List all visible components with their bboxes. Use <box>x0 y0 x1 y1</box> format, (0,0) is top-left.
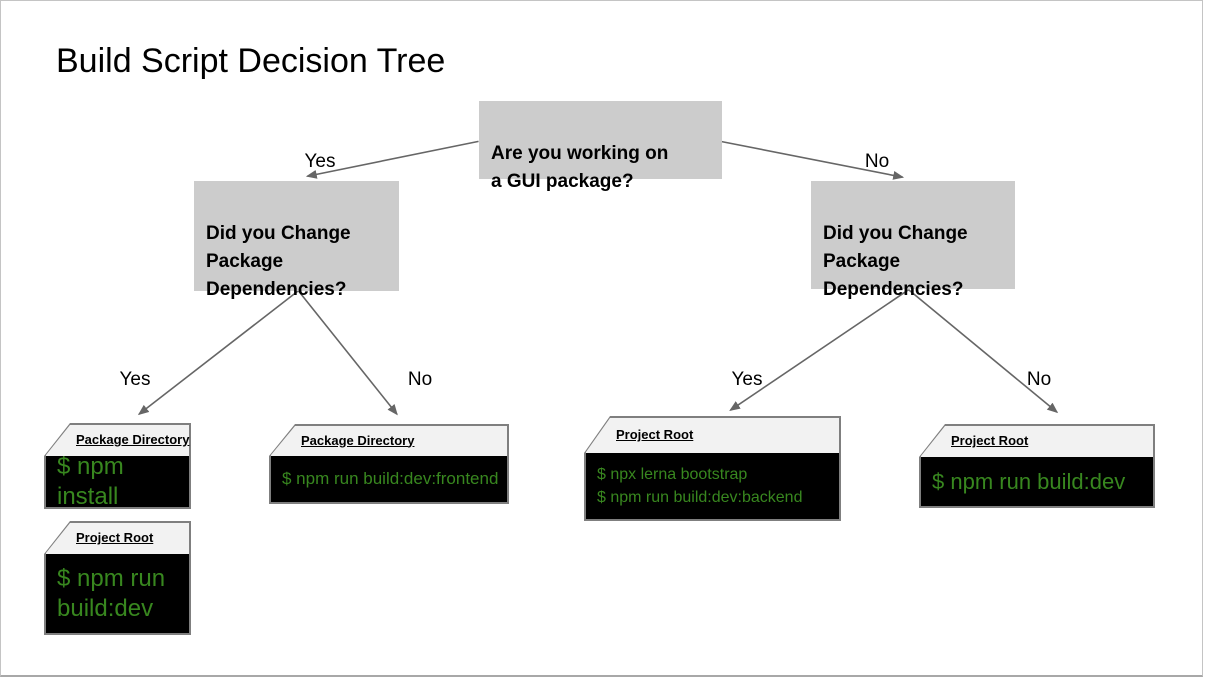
arrow-left-no <box>297 290 398 416</box>
arrow-right-no <box>908 289 1059 414</box>
terminal-window: $ npm run build:dev <box>921 457 1153 506</box>
node-header: Package Directory <box>271 424 507 456</box>
command-line: $ npx lerna bootstrap <box>597 466 748 483</box>
node-location-label: Project Root <box>616 427 694 442</box>
edge-label-root-no: No <box>864 151 890 172</box>
command-line: $ npm run build:dev:frontend <box>282 469 499 488</box>
terminal-window: $ npm install <box>46 453 189 510</box>
command-line: $ npm run build:dev <box>932 468 1126 494</box>
command-line: $ npm run build:dev:backend <box>597 489 803 506</box>
edge-label-root-yes: Yes <box>304 151 336 172</box>
node-location-label: Project Root <box>951 433 1029 448</box>
terminal-window: $ npm run build:dev:frontend <box>271 456 507 502</box>
node-location-label: Project Root <box>76 530 154 545</box>
terminal-window: $ npx lerna bootstrap $ npm run build:de… <box>586 453 839 519</box>
root-question-text: Are you working on a GUI package? <box>491 143 669 192</box>
arrow-right-yes <box>729 289 910 412</box>
edge-label-right-yes: Yes <box>731 369 763 390</box>
node-header: Project Root <box>586 416 839 453</box>
terminal-node-build-dev-left: Project Root $ npm run build:dev <box>44 521 191 635</box>
terminal-node-frontend: Package Directory $ npm run build:dev:fr… <box>269 424 509 504</box>
command-line: $ npm run build:dev <box>57 564 166 622</box>
arrow-left-yes <box>137 290 299 416</box>
edge-label-right-no: No <box>1026 369 1052 390</box>
terminal-node-build-dev-right: Project Root $ npm run build:dev <box>919 424 1155 508</box>
page-title: Build Script Decision Tree <box>56 42 446 80</box>
decision-question-text: Did you Change Package Dependencies? <box>823 223 968 300</box>
node-location-label: Package Directory <box>301 432 415 448</box>
root-question-node: Are you working on a GUI package? <box>479 101 722 192</box>
node-header: Package Directory <box>46 423 189 456</box>
decision-node-gui-yes: Did you Change Package Dependencies? <box>194 181 399 300</box>
edge-label-left-no: No <box>407 369 433 390</box>
command-line: $ npm install <box>57 452 124 510</box>
node-header: Project Root <box>921 424 1153 457</box>
node-header: Project Root <box>46 521 189 554</box>
edge-label-left-yes: Yes <box>119 369 151 390</box>
terminal-window: $ npm run build:dev <box>46 554 189 633</box>
decision-node-gui-no: Did you Change Package Dependencies? <box>811 181 1015 300</box>
terminal-node-npm-install: Package Directory $ npm install <box>44 423 191 510</box>
node-location-label: Package Directory <box>76 432 190 447</box>
terminal-node-backend: Project Root $ npx lerna bootstrap $ npm… <box>584 416 841 521</box>
decision-question-text: Did you Change Package Dependencies? <box>206 223 351 300</box>
